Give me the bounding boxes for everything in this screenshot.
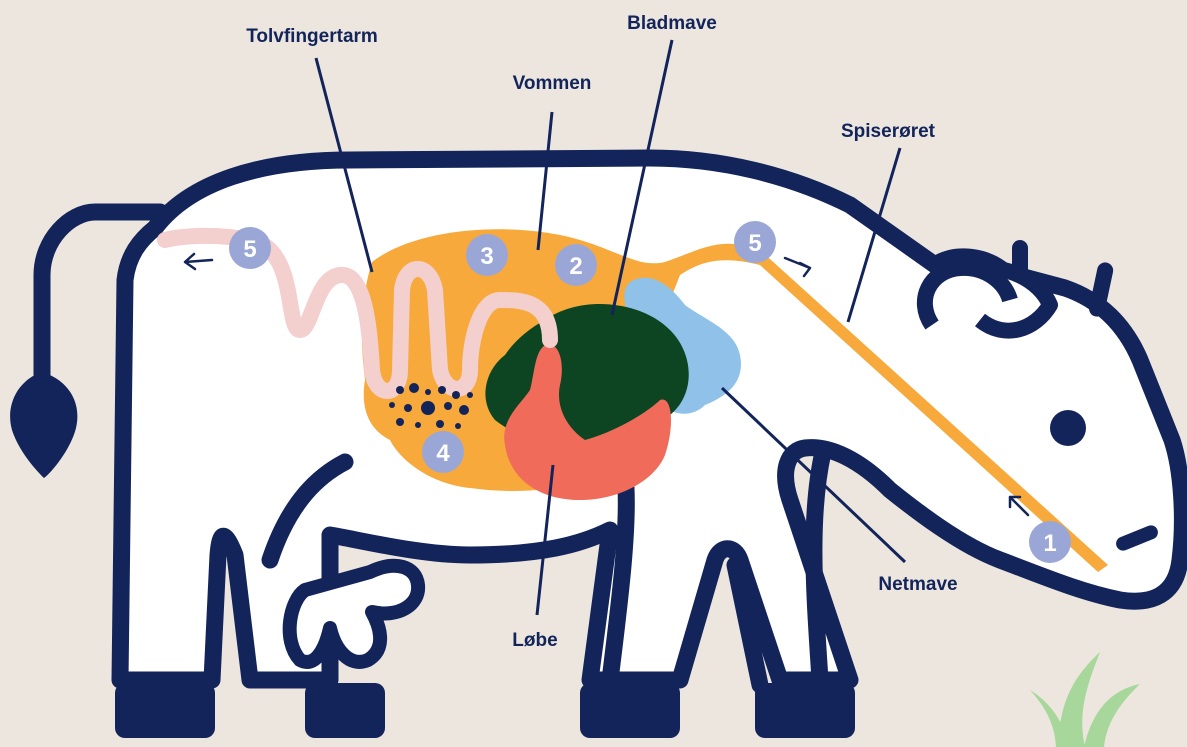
- svg-text:5: 5: [243, 236, 256, 263]
- label-tolvfingertarm: Tolvfingertarm: [246, 26, 378, 47]
- svg-text:3: 3: [480, 243, 493, 270]
- step-badge-4: 4: [422, 431, 464, 473]
- step-badge-5-left: 5: [229, 227, 271, 269]
- svg-text:5: 5: [748, 230, 761, 257]
- label-loebe: Løbe: [512, 630, 557, 651]
- svg-text:4: 4: [436, 440, 450, 467]
- label-bladmave: Bladmave: [627, 13, 717, 34]
- svg-text:1: 1: [1043, 530, 1056, 557]
- label-vommen: Vommen: [513, 73, 592, 94]
- grass-icon: [1030, 652, 1140, 747]
- hooves: [115, 683, 855, 738]
- label-netmave: Netmave: [878, 574, 957, 595]
- svg-text:2: 2: [569, 253, 582, 280]
- step-badge-5-right: 5: [734, 221, 776, 263]
- step-badge-3: 3: [466, 234, 508, 276]
- step-badge-2: 2: [555, 244, 597, 286]
- label-spiseroeret: Spiserøret: [841, 121, 936, 142]
- eye-icon: [1050, 410, 1086, 446]
- step-badge-1: 1: [1029, 521, 1071, 563]
